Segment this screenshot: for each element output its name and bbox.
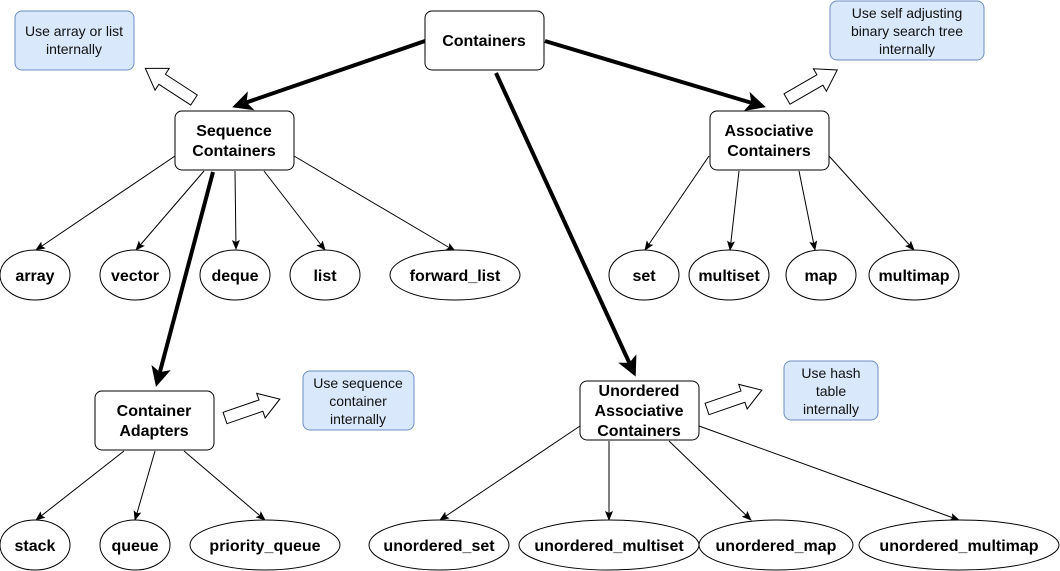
node-unordered-associative-containers: Unordered Associative Containers xyxy=(579,380,700,441)
leaf-label: stack xyxy=(15,538,56,555)
note-line: container xyxy=(329,393,387,409)
node-label: Containers xyxy=(727,143,811,160)
note-line: table xyxy=(816,383,847,399)
leaf-unordered-set: unordered_set xyxy=(368,519,510,571)
leaf-label: vector xyxy=(111,268,159,285)
block-arrow-icon xyxy=(222,392,281,425)
node-label: Container xyxy=(117,403,192,420)
node-associative-containers: Associative Containers xyxy=(709,110,830,171)
note-adapters: Use sequence container internally xyxy=(302,370,415,431)
note-sequence: Use array or list internally xyxy=(14,10,135,71)
leaf-stack: stack xyxy=(0,519,71,571)
block-arrow-icon xyxy=(783,68,839,105)
block-arrow-icon xyxy=(704,383,763,416)
node-label: Containers xyxy=(192,143,276,160)
leaf-set: set xyxy=(608,249,680,301)
leaf-priority-queue: priority_queue xyxy=(189,519,341,571)
node-label: Containers xyxy=(442,33,526,50)
node-label: Containers xyxy=(597,423,681,440)
node-label: Associative xyxy=(595,403,684,420)
edge-containers-unordered xyxy=(494,72,637,377)
note-line: binary search tree xyxy=(851,23,963,39)
edge xyxy=(828,155,915,251)
edge xyxy=(293,155,456,252)
leaves: array vector deque list forward_list set… xyxy=(0,249,1060,571)
leaf-multiset: multiset xyxy=(688,249,770,301)
node-label: Sequence xyxy=(196,123,272,140)
leaf-label: unordered_multimap xyxy=(879,538,1038,555)
edge xyxy=(644,155,710,251)
edge xyxy=(135,170,205,251)
node-containers: Containers xyxy=(424,10,545,71)
note-line: internally xyxy=(330,411,386,427)
leaf-multimap: multimap xyxy=(868,249,960,301)
note-line: Use sequence xyxy=(313,375,403,391)
edge xyxy=(263,170,326,251)
edge xyxy=(698,425,960,521)
leaf-unordered-multiset: unordered_multiset xyxy=(518,519,700,571)
edge xyxy=(133,450,156,521)
node-sequence-containers: Sequence Containers xyxy=(174,110,295,171)
edge xyxy=(727,170,740,251)
leaf-label: queue xyxy=(111,538,158,555)
leaf-label: deque xyxy=(211,268,258,285)
edge-sequence-adapters xyxy=(151,171,215,387)
note-associative: Use self adjusting binary search tree in… xyxy=(829,0,985,61)
node-label: Unordered xyxy=(599,383,680,400)
edge xyxy=(35,450,125,521)
note-line: internally xyxy=(46,41,102,57)
node-container-adapters: Container Adapters xyxy=(94,390,215,451)
node-label: Adapters xyxy=(119,423,188,440)
leaf-vector: vector xyxy=(99,249,171,301)
note-unordered: Use hash table internally xyxy=(783,360,879,421)
note-line: internally xyxy=(803,401,859,417)
edge xyxy=(798,170,818,251)
note-line: Use array or list xyxy=(25,23,123,39)
leaf-label: multiset xyxy=(698,268,760,285)
leaf-array: array xyxy=(0,249,71,301)
edge xyxy=(183,450,266,521)
leaf-map: map xyxy=(785,249,857,301)
edge xyxy=(668,440,752,521)
leaf-label: map xyxy=(805,268,838,285)
edge xyxy=(231,170,240,250)
thin-edges xyxy=(35,155,960,521)
leaf-label: unordered_set xyxy=(383,538,495,555)
leaf-deque: deque xyxy=(199,249,271,301)
edge-containers-associative xyxy=(544,39,766,111)
leaf-label: forward_list xyxy=(410,268,501,285)
node-label: Associative xyxy=(725,123,814,140)
leaf-unordered-map: unordered_map xyxy=(698,519,854,571)
edge xyxy=(35,155,176,251)
leaf-unordered-multimap: unordered_multimap xyxy=(858,519,1060,571)
leaf-label: priority_queue xyxy=(209,538,320,555)
note-line: Use self adjusting xyxy=(852,5,963,21)
leaf-label: list xyxy=(313,268,337,285)
thick-edges xyxy=(151,39,766,387)
edge xyxy=(439,425,581,521)
leaf-forward-list: forward_list xyxy=(389,249,521,301)
block-arrows xyxy=(144,67,839,425)
leaf-list: list xyxy=(289,249,361,301)
edge-containers-sequence xyxy=(232,39,426,111)
leaf-label: multimap xyxy=(878,268,949,285)
block-arrow-icon xyxy=(144,67,198,106)
note-line: Use hash xyxy=(801,365,860,381)
note-line: internally xyxy=(879,41,935,57)
leaf-label: array xyxy=(15,268,54,285)
leaf-label: unordered_map xyxy=(716,538,837,555)
leaf-queue: queue xyxy=(99,519,171,571)
leaf-label: set xyxy=(632,268,656,285)
leaf-label: unordered_multiset xyxy=(534,538,684,555)
